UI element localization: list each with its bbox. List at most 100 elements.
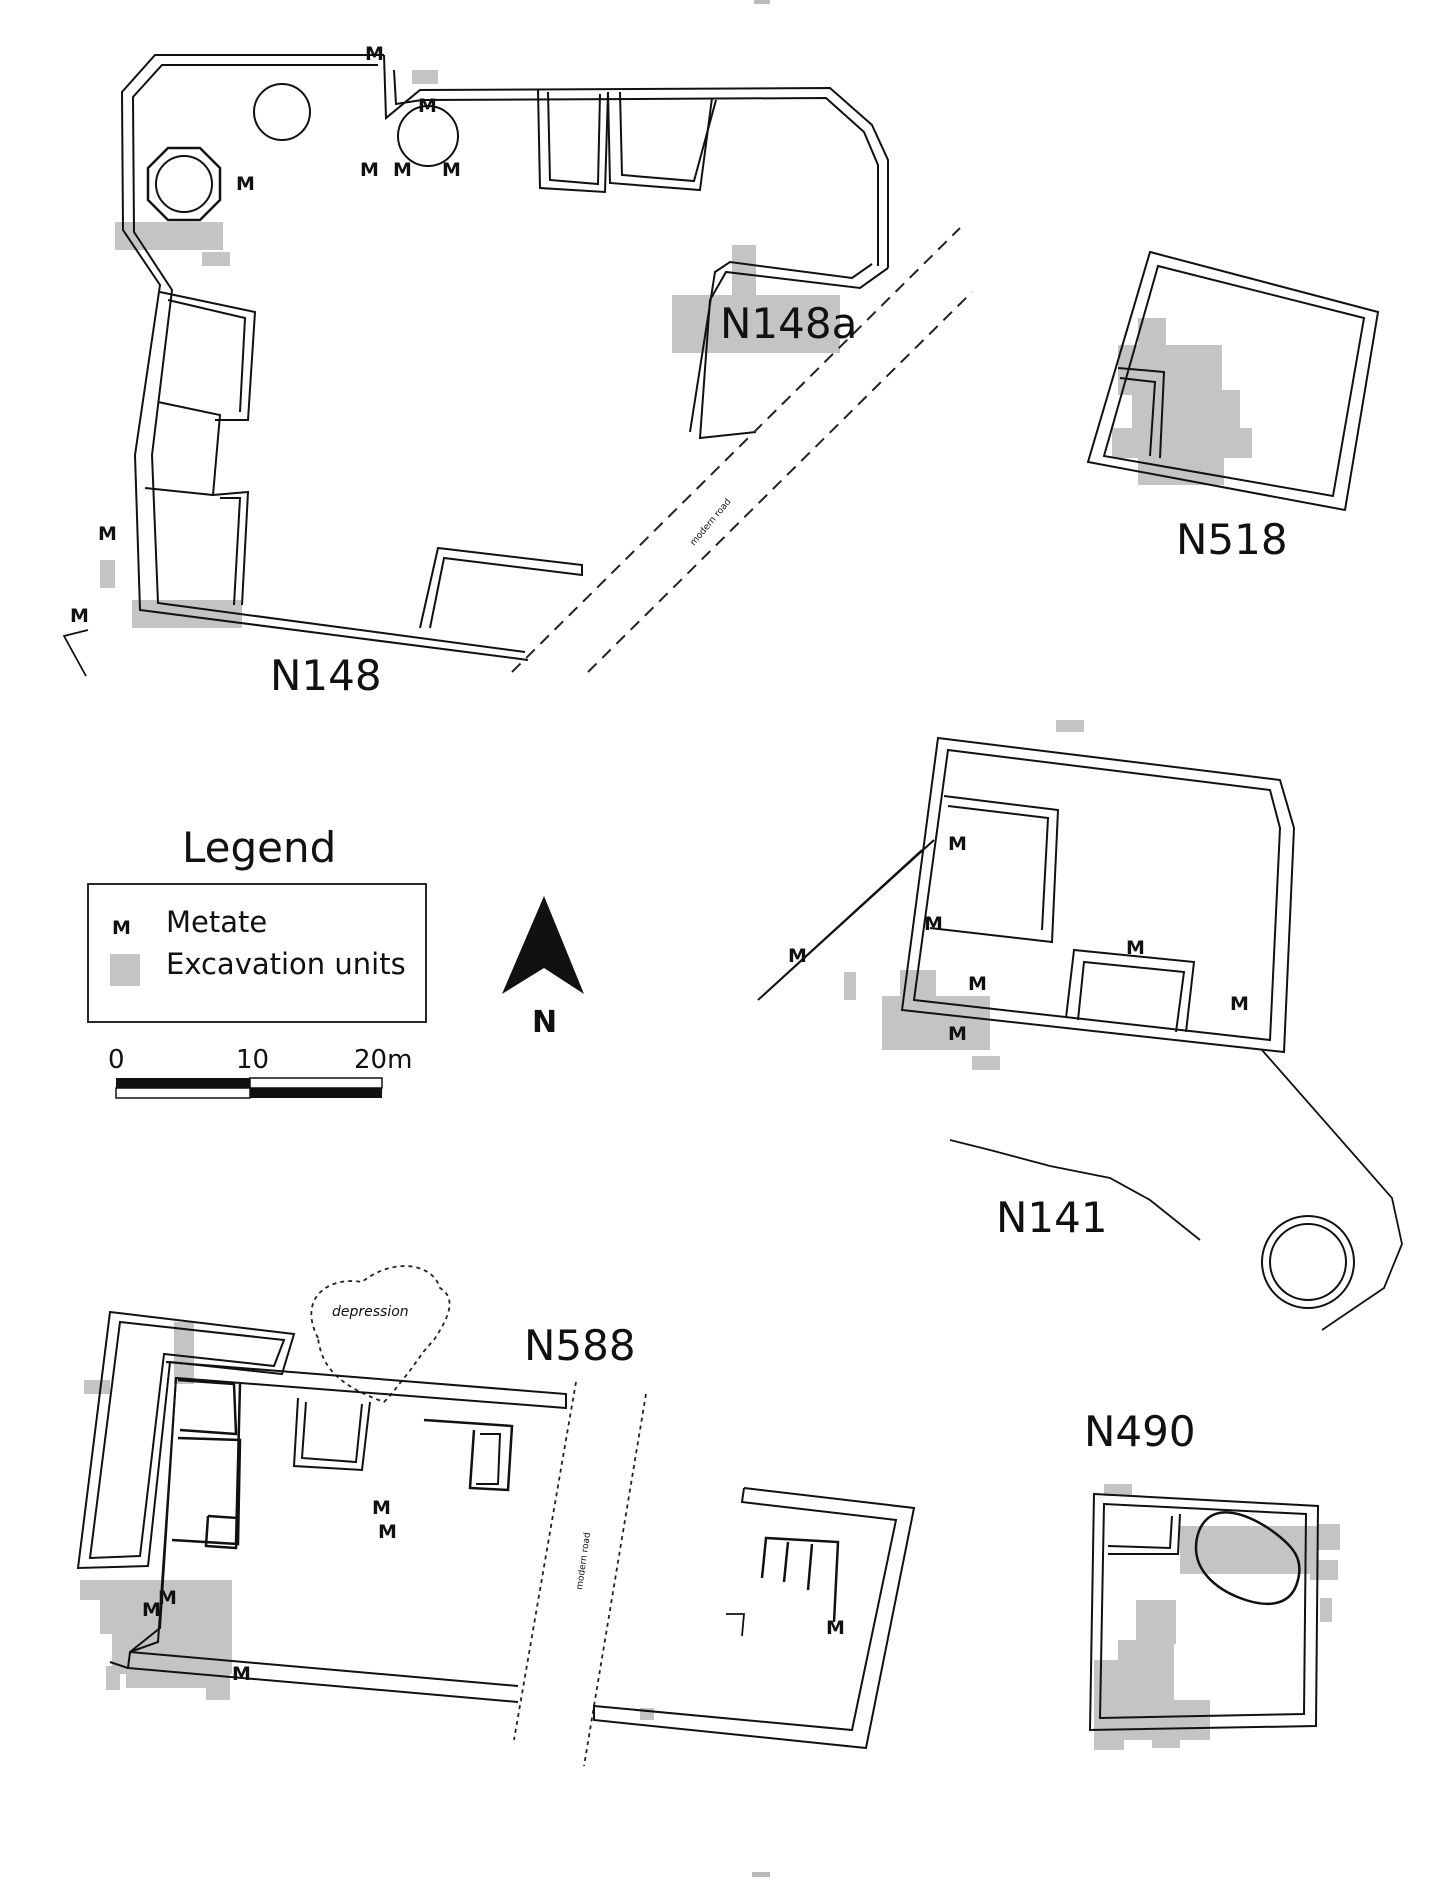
wall-tail [1261,1049,1403,1331]
room-wall [929,795,1060,944]
legend: Legend M Metate Excavation units [87,823,427,1023]
room-wall [300,1401,363,1464]
page-mark [752,1872,770,1877]
metate-marker: M [142,1599,161,1621]
wall-inner [1102,264,1366,498]
structure-n490: N490 [1084,1407,1340,1750]
scale-segment-black [116,1078,250,1088]
road-label: modern road [689,497,734,548]
room-wall [167,299,247,413]
scale-segment-white [249,1077,383,1089]
excavation-unit [100,560,115,588]
niche [619,91,717,183]
metate-marker: M [968,973,987,995]
wall-inner [1098,1502,1308,1720]
metate-marker: M [393,159,412,181]
north-label: N [532,1005,557,1040]
structure-n518: N518 [1086,250,1380,564]
wall-outer [1088,1492,1320,1732]
room-wall [423,1418,514,1492]
excavation-unit [84,1380,110,1394]
metate-marker: M [1230,993,1249,1015]
metate-marker: M [788,945,807,967]
metate-marker: M [236,173,255,195]
room-wall [806,1543,814,1591]
page-mark [754,0,770,4]
excavation-unit [202,252,230,266]
metate-marker: M [98,523,117,545]
metate-marker: M [158,1587,177,1609]
excavation-unit [1094,1700,1210,1740]
road-label: modern road [575,1532,593,1591]
excavation-unit [106,1666,120,1690]
structure-n141: M M M M M M M N141 [757,720,1403,1331]
room-wall [292,1397,371,1472]
excavation-unit [80,1580,116,1600]
wall-west-annex-inner [88,1320,286,1560]
road-edge [583,1393,647,1767]
excavation-unit [206,1680,230,1700]
wall-east [698,267,889,440]
room-wall [419,546,583,629]
wall-inner [912,748,1282,1042]
wall-north-inner [393,69,879,266]
excavation-unit [1104,1484,1132,1496]
room-wall [159,291,257,421]
excavation-unit [972,1056,1000,1070]
bedrock-feature [1194,1511,1301,1606]
wall-outer [1086,250,1380,512]
room-wall [476,1433,502,1485]
excavation-unit [882,996,990,1050]
metate-marker: M [1126,937,1145,959]
excavation-unit [132,600,242,628]
room-wall [177,1378,238,1436]
wall-outer [120,54,529,661]
drainage-line [949,1139,1201,1241]
north-arrow-icon [502,896,584,994]
site-label-n141: N141 [996,1193,1108,1242]
wall-north [383,54,889,268]
scale-tick-0: 0 [108,1045,125,1075]
excavation-unit [1180,1526,1318,1574]
room-wall [1077,960,1186,1033]
metate-marker: M [924,913,943,935]
road-edge [511,227,961,673]
wall-east [593,1487,916,1750]
excavation-unit [1320,1598,1332,1622]
niche [537,89,609,194]
excavation-unit [1132,390,1240,428]
excavation-unit [1056,720,1084,732]
excavation-unit [844,972,856,1000]
circle-feature [146,146,222,222]
metate-marker: M [826,1617,845,1639]
circle-feature [397,105,459,167]
metate-marker: M [948,833,967,855]
structure-n148: M M M M M M M M N148 N148a [62,43,889,700]
site-label-n588: N588 [524,1321,636,1370]
excavation-unit [1112,428,1252,458]
scale-segment-black [250,1088,382,1098]
legend-excavation-label: Excavation units [166,947,406,981]
road-edge [513,1381,577,1741]
scale-segment-white [115,1087,251,1099]
excavation-unit [1318,1524,1340,1550]
excavation-unit [115,222,223,250]
wall-east-inner [689,260,873,433]
circle-feature [1269,1223,1347,1301]
site-label-n518: N518 [1176,515,1288,564]
legend-metate-marker: M [112,917,131,939]
excavation-unit [100,1598,128,1634]
scale-tick-10: 10 [236,1045,269,1075]
excavation-unit [174,1322,194,1384]
north-fragment [62,629,89,677]
excavation-unit [412,70,438,84]
depression-label: depression [332,1304,409,1320]
site-label-n490: N490 [1084,1407,1196,1456]
room-wall [1108,1513,1181,1555]
room-wall [1107,1515,1173,1550]
niche [607,91,713,192]
legend-excavation-swatch [110,954,140,986]
niche [547,91,601,186]
scale-bar: 0 10 20m [108,1045,412,1099]
room-wall [1065,948,1196,1033]
